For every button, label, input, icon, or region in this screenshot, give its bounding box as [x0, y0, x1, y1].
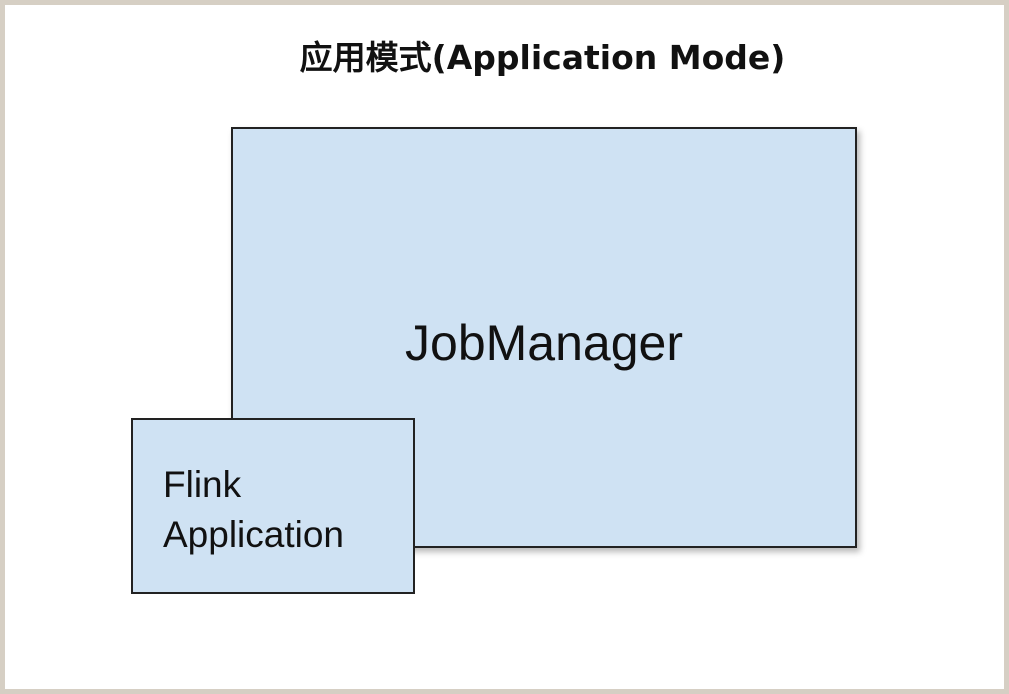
- flink-application-label-line2: Application: [163, 514, 345, 555]
- diagram-title: 应用模式(Application Mode): [299, 38, 786, 77]
- diagram-canvas: 应用模式(Application Mode) JobManager Flink …: [5, 5, 1004, 689]
- flink-application-box: Flink Application: [131, 418, 415, 594]
- jobmanager-label: JobManager: [405, 315, 683, 371]
- flink-application-label-line1: Flink: [163, 464, 242, 505]
- flink-application-label: Flink Application: [163, 460, 344, 560]
